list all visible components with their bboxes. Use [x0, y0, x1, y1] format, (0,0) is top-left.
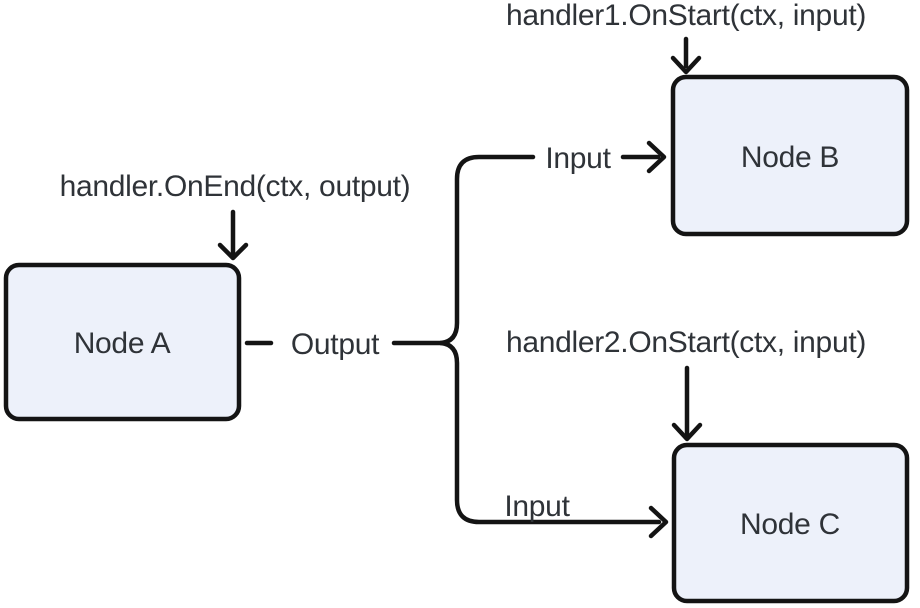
arrow-right-into-node-b-icon — [620, 140, 667, 174]
node-b-onstart-annotation: handler1.OnStart(ctx, input) — [506, 0, 866, 32]
node-c-box — [671, 442, 910, 604]
node-b-label: Node B — [741, 141, 839, 174]
arrow-right-into-node-c-icon — [648, 505, 669, 539]
node-b-box — [670, 74, 910, 237]
node-a-label: Node A — [74, 327, 171, 360]
edge-branch-to-node-b — [438, 154, 536, 346]
node-a-onend-annotation: handler.OnEnd(ctx, output) — [60, 170, 411, 203]
arrow-down-into-node-b-icon — [670, 36, 702, 75]
edge-input-to-c-label: Input — [504, 490, 570, 523]
edge-input-to-b-label: Input — [545, 142, 611, 175]
arrow-down-into-node-a-icon — [217, 209, 249, 261]
node-a-box — [3, 262, 242, 422]
arrow-down-into-node-c-icon — [671, 365, 703, 442]
edge-output-label: Output — [291, 328, 380, 361]
edge-branch-to-node-c — [438, 340, 662, 525]
node-c-onstart-annotation: handler2.OnStart(ctx, input) — [506, 326, 866, 359]
node-c-label: Node C — [740, 508, 840, 541]
